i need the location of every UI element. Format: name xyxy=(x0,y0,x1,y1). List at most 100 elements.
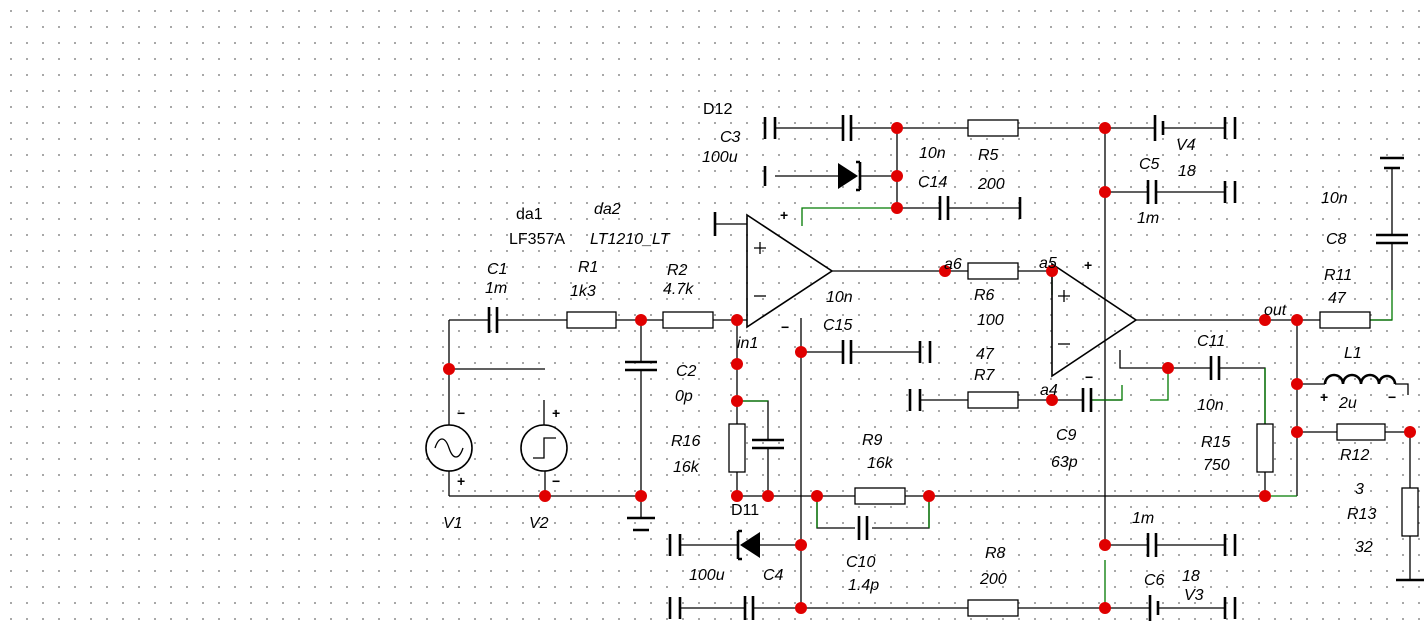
label-c6-value: 1m xyxy=(1132,510,1154,527)
label-v2-ref: V2 xyxy=(529,515,549,532)
resistor-r5 xyxy=(967,119,1019,137)
label-v4-ref: V4 xyxy=(1176,137,1196,154)
label-c2-ref: C2 xyxy=(676,363,697,380)
diodes[interactable] xyxy=(736,160,862,561)
capacitor-c8 xyxy=(1376,233,1408,245)
label-c1-value: 1m xyxy=(485,280,507,297)
label-r2-value: 4.7k xyxy=(663,281,694,298)
capacitor-r16-bypass xyxy=(752,438,784,450)
capacitors[interactable] xyxy=(487,115,1408,621)
label-d11-ref: D11 xyxy=(731,502,759,519)
label-r8-ref: R8 xyxy=(985,545,1006,562)
capacitor-v3-cell xyxy=(1148,595,1160,621)
label-l1-value: 2u xyxy=(1338,395,1357,412)
svg-text:−: − xyxy=(457,405,465,421)
opamp-da2[interactable] xyxy=(1051,262,1138,378)
svg-text:+: + xyxy=(1320,389,1328,405)
resistor-r6 xyxy=(967,262,1019,280)
label-r7-ref: R7 xyxy=(974,367,996,384)
junction-dots xyxy=(443,122,1416,614)
label-v4-value: 18 xyxy=(1178,163,1196,180)
label-r12-ref: R12 xyxy=(1340,447,1369,464)
node-label-a6: a6 xyxy=(944,256,962,273)
label-r9-ref: R9 xyxy=(862,432,883,449)
label-c5-value: 1m xyxy=(1137,210,1159,227)
capacitor-c4 xyxy=(743,596,755,620)
label-r9-value: 16k xyxy=(867,455,894,472)
label-c9-value: 63p xyxy=(1051,454,1078,471)
label-c14-ref: C14 xyxy=(918,174,947,191)
label-c4-value: 100u xyxy=(689,567,725,584)
node-label-a4: a4 xyxy=(1040,382,1058,399)
label-r11-ref: R11 xyxy=(1324,267,1352,284)
terminals xyxy=(627,117,1424,619)
label-r13-value: 32 xyxy=(1355,539,1373,556)
label-r13-ref: R13 xyxy=(1347,506,1376,523)
component-labels: D12 C3 100u 10n R5 C14 200 V4 18 C5 1m 1… xyxy=(443,101,1376,604)
label-l1-ref: L1 xyxy=(1344,345,1362,362)
node-label-in1: in1 xyxy=(737,335,758,352)
capacitor-c2 xyxy=(625,360,657,372)
resistor-r13 xyxy=(1401,487,1419,537)
source-v2[interactable] xyxy=(520,424,568,472)
label-c4-ref: C4 xyxy=(763,567,784,584)
node-label-out: out xyxy=(1264,302,1287,319)
resistors[interactable] xyxy=(566,119,1419,617)
label-c14-value: 10n xyxy=(919,145,946,162)
label-c15-ref: C15 xyxy=(823,317,852,334)
opamp-da1[interactable] xyxy=(746,213,834,329)
resistor-r12 xyxy=(1336,423,1386,441)
resistor-r9 xyxy=(854,487,906,505)
label-c8-value: 10n xyxy=(1321,190,1348,207)
inductor-l1[interactable] xyxy=(1323,373,1397,385)
capacitor-c5 xyxy=(1146,180,1158,204)
label-c3-value: 100u xyxy=(702,149,738,166)
label-c15-value: 10n xyxy=(826,289,853,306)
diode-d12 xyxy=(838,160,862,192)
label-c11-value: 10n xyxy=(1197,397,1224,414)
capacitor-c3 xyxy=(841,115,853,141)
capacitor-c9 xyxy=(1081,388,1093,412)
label-v3-value: 18 xyxy=(1182,568,1200,585)
svg-text:+: + xyxy=(457,473,465,489)
label-c1-ref: C1 xyxy=(487,261,507,278)
label-c6-ref: C6 xyxy=(1144,572,1165,589)
label-v3-ref: V3 xyxy=(1184,587,1204,604)
wires xyxy=(448,127,1411,609)
label-c10-ref: C10 xyxy=(846,554,875,571)
label-r6-value: 100 xyxy=(977,312,1004,329)
label-c9-ref: C9 xyxy=(1056,427,1077,444)
svg-text:−: − xyxy=(1085,369,1093,385)
label-r11-value: 47 xyxy=(1328,290,1347,307)
capacitor-c1 xyxy=(487,307,499,333)
svg-text:−: − xyxy=(552,473,560,489)
label-da1-ref: da1 xyxy=(516,206,543,223)
polarity-signs: + − + − − + + − + − xyxy=(457,207,1396,489)
label-r12-value: 3 xyxy=(1355,481,1364,498)
resistor-r16 xyxy=(728,423,746,473)
label-r8-value: 200 xyxy=(979,571,1007,588)
svg-text:+: + xyxy=(1084,257,1092,273)
capacitor-v4-cell xyxy=(1153,115,1165,141)
resistor-r1 xyxy=(566,311,617,329)
label-v1-ref: V1 xyxy=(443,515,463,532)
source-v1[interactable] xyxy=(425,424,473,472)
capacitor-c10 xyxy=(857,516,869,540)
svg-text:+: + xyxy=(780,207,788,223)
label-r5-ref: R5 xyxy=(978,147,999,164)
node-labels: in1 a6 a5 a4 out xyxy=(737,255,1287,399)
resistor-r15 xyxy=(1256,423,1274,473)
label-r16-value: 16k xyxy=(673,459,700,476)
label-da2-ref: da2 xyxy=(594,201,621,218)
svg-text:−: − xyxy=(1388,389,1396,405)
resistor-r8 xyxy=(967,599,1019,617)
label-c8-ref: C8 xyxy=(1326,231,1347,248)
svg-text:+: + xyxy=(552,405,560,421)
capacitor-c6 xyxy=(1146,533,1158,557)
resistor-r11 xyxy=(1319,311,1371,329)
diode-d11 xyxy=(736,529,760,561)
label-r15-value: 750 xyxy=(1203,457,1230,474)
label-r6-ref: R6 xyxy=(974,287,995,304)
capacitor-c15 xyxy=(841,340,853,364)
